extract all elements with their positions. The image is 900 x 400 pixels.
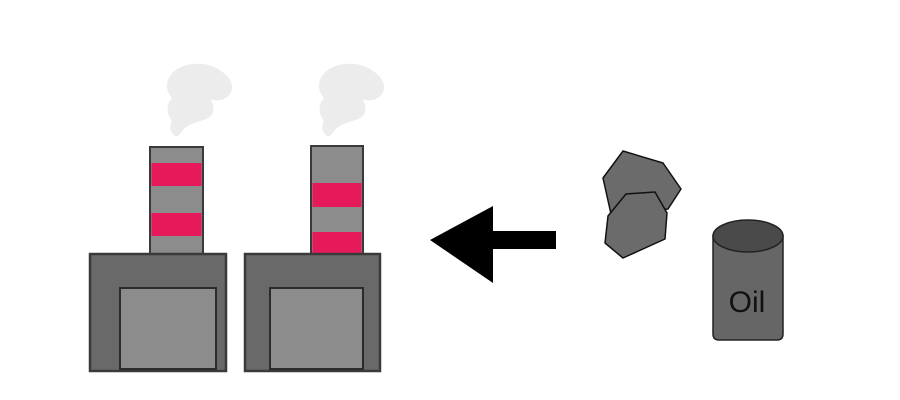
smokestack-right-stripe-bottom [312, 232, 362, 254]
factory-right-door [269, 287, 364, 370]
factory-left [88, 146, 228, 373]
smokestack-left-stripe-top [151, 163, 202, 186]
oil-barrel-label: Oil [729, 286, 766, 319]
coal-rocks [602, 150, 682, 259]
oil-barrel-lid [712, 219, 784, 253]
factory-left-door [119, 287, 217, 370]
coal-rock-lower-icon [604, 191, 668, 259]
smokestack-right-stripe-top [312, 183, 362, 207]
left-arrow-icon [430, 206, 556, 283]
oil-barrel: Oil [712, 219, 784, 341]
smoke-puff-left-icon [167, 63, 233, 137]
smokestack-left-stripe-bottom [151, 213, 202, 236]
oil-barrel-body [712, 235, 784, 341]
smoke-puff-right-icon [319, 63, 385, 137]
factory-right [243, 145, 382, 373]
